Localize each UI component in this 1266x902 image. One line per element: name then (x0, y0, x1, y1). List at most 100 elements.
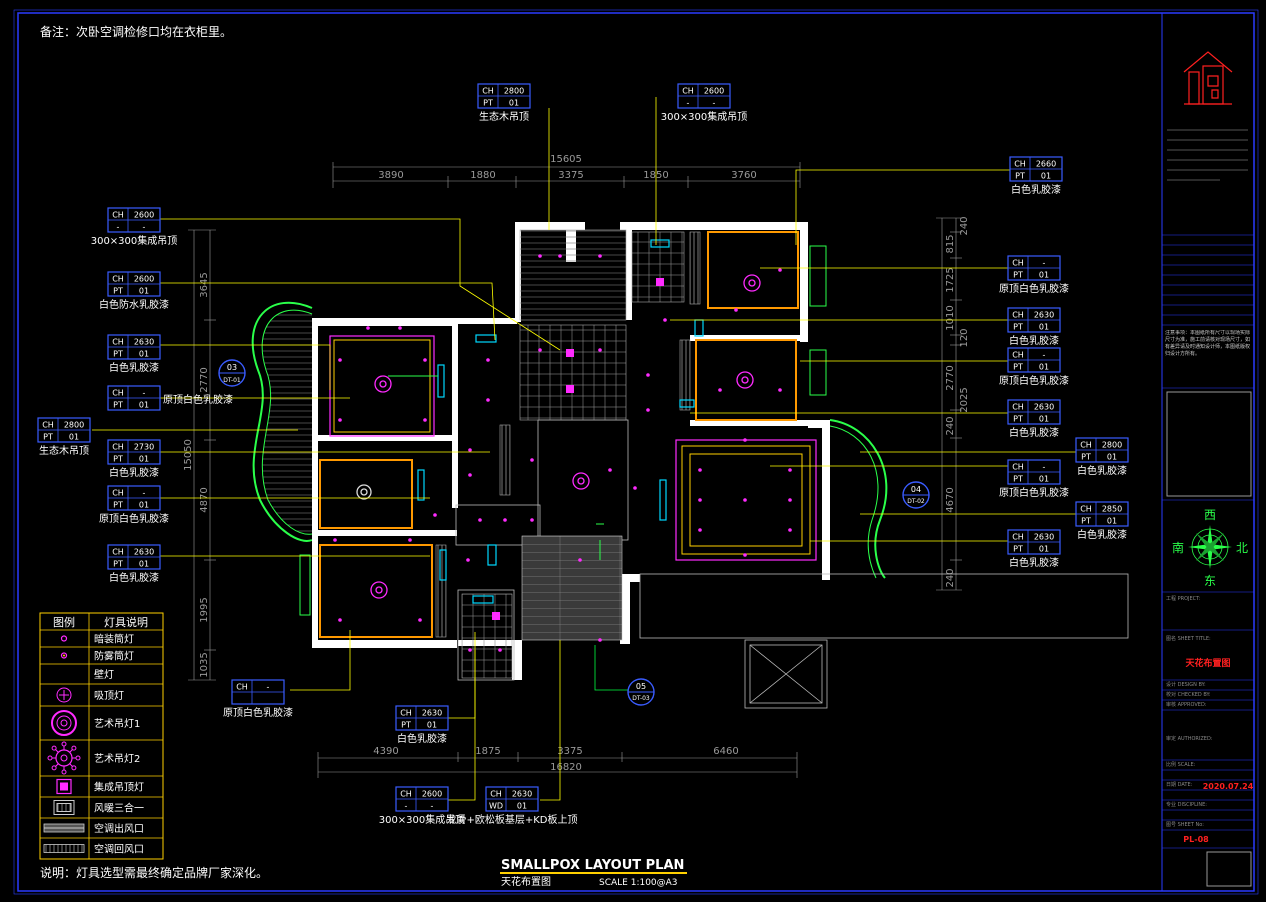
ceiling-light-icon (56, 687, 72, 703)
tag-pt-value: 01 (69, 433, 79, 442)
titleblock-row-label: 校对 CHECKED BY: (1166, 691, 1211, 698)
dim-left-seg: 3645 (199, 272, 210, 297)
dim-bottom-seg: 1875 (475, 746, 500, 757)
tag-description: 生态木吊顶 (39, 444, 89, 457)
tag-description: 白色乳胶漆 (1009, 556, 1059, 569)
tag-ch-label: CH (1012, 311, 1024, 320)
svg-text:03: 03 (227, 363, 237, 372)
tag-ch-label: CH (1012, 259, 1024, 268)
tag-ch-value: 2630 (422, 709, 442, 718)
dim-right-seg: 240 (945, 568, 956, 587)
tag-description: 原顶白色乳胶漆 (163, 393, 233, 406)
titleblock-notes: 注意事项：本图纸所有尺寸以现场实际尺寸为准，施工前请核对现场尺寸，如有差异请及时… (1165, 330, 1251, 357)
titleblock-row-label: 图名 SHEET TITLE: (1166, 635, 1211, 642)
legend-row: 防雾筒灯 (40, 650, 163, 665)
tag-ch-label: CH (1012, 403, 1024, 412)
tag-ch-label: CH (112, 338, 124, 347)
titleblock-row-label: 工程 PROJECT: (1166, 595, 1201, 602)
svg-text:DT-02: DT-02 (907, 498, 925, 505)
legend-table: 图例 灯具说明 暗装筒灯防雾筒灯壁灯吸顶灯艺术吊灯1艺术吊灯2集成吊顶灯风暖三合… (39, 612, 164, 860)
dim-bottom-seg: 6460 (713, 746, 738, 757)
tag-description: 白色乳胶漆 (109, 361, 159, 374)
room-toilet-top (631, 231, 685, 303)
room-bedroom-b (695, 339, 797, 421)
section-marker-05[interactable]: 05 DT-03 (627, 678, 655, 706)
tag-pt-label: PT (1081, 517, 1091, 526)
titleblock-row-label: 日期 DATE: (1166, 782, 1193, 788)
dim-right-seg: 815 (945, 234, 956, 253)
tag-pt-value: 01 (1041, 172, 1051, 181)
tag-pt-label: PT (1013, 323, 1023, 332)
dim-right-seg: 120 (959, 328, 970, 347)
room-kitchen (519, 324, 627, 421)
tag-ch-value: 2800 (64, 421, 84, 430)
tag-ch-label: CH (682, 87, 694, 96)
dim-top-total: 15605 (550, 154, 582, 165)
tag-description: 原顶白色乳胶漆 (999, 486, 1069, 499)
svg-text:05: 05 (636, 682, 646, 691)
ceiling-tag[interactable]: CH-原顶白色乳胶漆 (223, 679, 293, 719)
tag-pt-value: 01 (139, 350, 149, 359)
tag-pt-value: 01 (517, 802, 527, 811)
tag-pt-label: PT (1013, 545, 1023, 554)
legend-row: 壁灯 (40, 668, 163, 685)
titleblock-row-label: 审定 AUTHORIZED: (1166, 735, 1213, 742)
tag-pt-value: - (431, 802, 434, 811)
tag-description: 龙骨+欧松板基层+KD板上顶 (446, 813, 577, 826)
tag-ch-label: CH (42, 421, 54, 430)
tag-pt-label: - (405, 802, 408, 811)
dim-right-seg: 4670 (945, 487, 956, 512)
room-bedroom-a (707, 231, 799, 309)
dim-top-seg: 3375 (558, 170, 583, 181)
legend-header-symbol: 图例 (53, 615, 75, 629)
tag-pt-label: PT (113, 350, 123, 359)
dim-top-seg: 3760 (731, 170, 756, 181)
tag-pt-value: 01 (1039, 545, 1049, 554)
tag-ch-label: CH (112, 489, 124, 498)
tag-description: 白色乳胶漆 (109, 466, 159, 479)
tag-ch-label: CH (112, 548, 124, 557)
ac-return-icon (43, 844, 85, 853)
titleblock-sheet-no: PL-08 (1183, 835, 1209, 844)
tag-ch-label: CH (1012, 463, 1024, 472)
bath-heater-icon (53, 800, 75, 815)
dim-left-total: 15050 (183, 439, 194, 471)
titleblock-row-label: 设计 DESIGN BY: (1166, 681, 1206, 688)
tag-ch-value: 2630 (1034, 403, 1054, 412)
dim-top-seg: 1880 (470, 170, 495, 181)
section-marker-04[interactable]: 04 DT-02 (902, 481, 930, 509)
tag-pt-value: 01 (1039, 323, 1049, 332)
tag-ch-value: - (1043, 259, 1046, 268)
tag-ch-value: 2800 (1102, 441, 1122, 450)
section-marker-03[interactable]: 03 DT-01 (218, 359, 246, 387)
tag-description: 原顶白色乳胶漆 (223, 706, 293, 719)
dim-bottom-seg: 4390 (373, 746, 398, 757)
tag-pt-label: PT (113, 560, 123, 569)
drawing-title: SMALLPOX LAYOUT PLAN 天花布置图 SCALE 1:100@A… (500, 858, 687, 888)
tag-ch-value: 2630 (134, 548, 154, 557)
legend-row: 空调回风口 (40, 843, 163, 860)
